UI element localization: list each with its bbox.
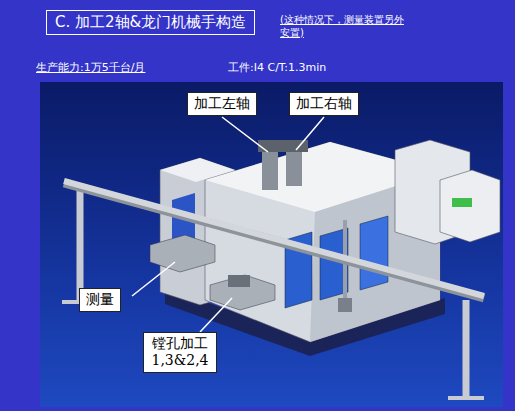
callout-box: 加工左轴 — [187, 92, 257, 116]
spec-text: 工件:I4 C/T:1.3min — [228, 61, 326, 75]
callout-label: 加工右轴 — [296, 95, 352, 113]
title-box: C. 加工2轴&龙门机械手构造 — [46, 10, 255, 35]
callout-label: 镗孔加工 1,3&2,4 — [150, 335, 210, 370]
title: C. 加工2轴&龙门机械手构造 — [55, 13, 246, 31]
callout-label: 加工左轴 — [194, 95, 250, 113]
callout-box: 镗孔加工 1,3&2,4 — [143, 332, 217, 373]
callout-label: 测量 — [86, 291, 114, 309]
callout-box: 测量 — [79, 288, 121, 312]
callout-box: 加工右轴 — [289, 92, 359, 116]
spec-text: 生产能力:1万5千台/月 — [36, 61, 145, 75]
note-text: (这种情况下，测量装置另外安置) — [280, 14, 405, 39]
